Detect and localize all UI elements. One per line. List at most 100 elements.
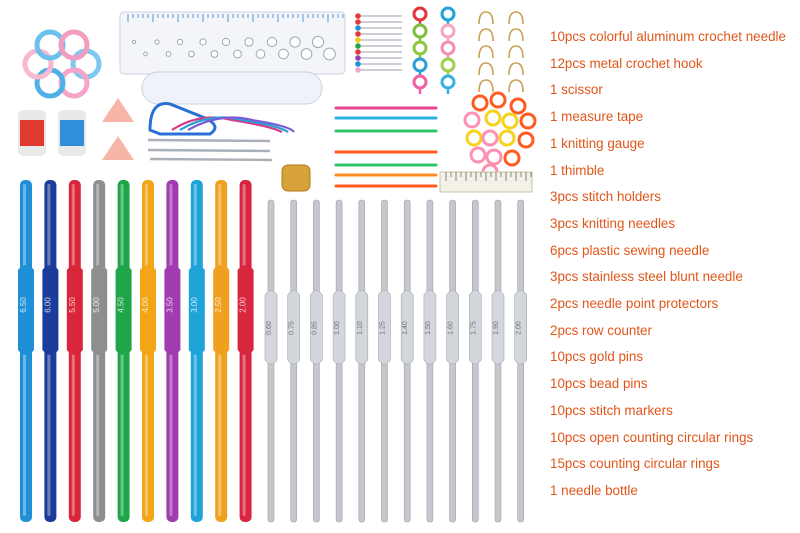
counting-ring: [498, 129, 516, 147]
hook-size-label: 0.75: [289, 321, 296, 335]
aluminum-hook: 2.00: [237, 180, 254, 522]
hook-size-label: 1.00: [334, 321, 341, 335]
marker-loop: [440, 57, 456, 73]
blunt-needle: [149, 157, 273, 162]
counting-ring: [509, 97, 527, 115]
aluminum-hook: 4.00: [140, 180, 156, 522]
hook-grip: [446, 290, 459, 365]
counting-ring: [517, 131, 535, 149]
counting-ring: [471, 94, 489, 112]
contents-item: 10pcs gold pins: [550, 349, 644, 365]
coil-loop: [70, 48, 102, 80]
contents-item: 12pcs metal crochet hook: [550, 55, 703, 71]
gauge-hole: [300, 48, 313, 60]
gauge-hole: [154, 39, 160, 45]
hook-grip: [332, 290, 346, 365]
gauge-hole: [131, 39, 137, 45]
hook-grip: [287, 290, 300, 365]
counting-ring: [469, 146, 487, 164]
hook-size-label: 0.85: [311, 321, 318, 335]
protector-cone: [102, 136, 134, 160]
hook-size-label: 6.50: [19, 297, 28, 313]
contents-item: 1 knitting gauge: [550, 135, 645, 151]
counting-ring: [484, 109, 502, 127]
steel-hook: 0.85: [310, 199, 323, 523]
pin-head: [355, 37, 361, 43]
gauge-hole: [278, 48, 289, 60]
hook-size-label: 1.50: [425, 321, 432, 335]
steel-hook: 2.00: [514, 199, 527, 523]
gold-pin: [508, 79, 524, 93]
hook-size-label: 5.50: [68, 297, 77, 313]
steel-hook: 1.75: [469, 199, 482, 523]
coil-loop: [22, 48, 54, 80]
hook-grip: [115, 265, 132, 355]
contents-item: 2pcs needle point protectors: [550, 296, 719, 312]
gauge-hole: [233, 49, 242, 59]
hook-size-label: 1.60: [448, 321, 455, 335]
hook-grip: [355, 290, 369, 365]
hook-grip: [400, 290, 414, 365]
contents-item: 1 needle bottle: [550, 482, 638, 498]
contents-item: 15pcs counting circular rings: [550, 456, 720, 472]
gauge-hole: [176, 38, 184, 46]
marker-loop: [440, 23, 456, 39]
aluminum-hook: 3.50: [164, 180, 181, 522]
gold-pin: [508, 62, 524, 76]
knitting-needles: [171, 116, 295, 133]
gold-pin: [508, 28, 524, 42]
contents-item: 10pcs stitch markers: [550, 402, 673, 418]
row-counters: [18, 110, 86, 156]
pin-head: [355, 19, 361, 25]
gauge-hole: [199, 38, 207, 46]
pin-head: [355, 67, 361, 73]
contents-item: 3pcs knitting needles: [550, 215, 676, 231]
gold-pin: [508, 45, 524, 59]
aluminum-hook: 6.50: [18, 180, 34, 522]
counting-ring: [481, 129, 499, 147]
hook-size-label: 3.50: [165, 297, 174, 313]
steel-hook: 1.50: [423, 199, 437, 523]
knit-needle: [179, 116, 289, 133]
hook-grip: [213, 265, 230, 355]
stitch-holders-coil: [22, 29, 102, 99]
hook-grip: [164, 265, 181, 355]
contents-item: 10pcs bead pins: [550, 376, 648, 392]
aluminum-hook: 3.00: [188, 180, 205, 522]
contents-item: 1 thimble: [550, 162, 605, 178]
gauge-hole: [311, 35, 325, 49]
gauge-hole: [266, 36, 278, 48]
hook-size-label: 4.00: [141, 297, 150, 313]
hook-size-label: 1.75: [470, 321, 477, 335]
counting-rings: [463, 91, 537, 181]
marker-loop: [440, 74, 456, 90]
hook-grip: [18, 265, 34, 355]
hook-grip: [42, 265, 59, 355]
contents-item: 2pcs row counter: [550, 322, 652, 338]
hook-grip: [310, 290, 323, 365]
stitch-markers: [412, 6, 456, 94]
contents-item: 3pcs stainless steel blunt needle: [550, 269, 743, 285]
steel-hook: 1.10: [355, 199, 369, 523]
hook-grip: [514, 290, 527, 365]
gold-pin: [478, 11, 494, 25]
knit-needle: [171, 116, 283, 133]
aluminum-hook: 4.50: [115, 180, 132, 522]
hook-size-label: 2.00: [516, 321, 523, 335]
bottle-tube: [141, 71, 323, 105]
gauge-hole: [244, 37, 254, 47]
contents-item: 1 measure tape: [550, 109, 644, 125]
marker-loop: [412, 6, 428, 22]
pin-head: [355, 43, 361, 49]
contents-item: 10pcs open counting circular rings: [550, 429, 754, 445]
hook-size-label: 0.60: [266, 321, 273, 335]
contents-item: 1 scissor: [550, 82, 603, 98]
gauge-body: [119, 11, 346, 75]
marker-loop: [412, 74, 428, 90]
hook-grip: [469, 290, 482, 365]
steel-hook: 1.60: [446, 199, 459, 523]
counting-ring: [463, 111, 481, 129]
